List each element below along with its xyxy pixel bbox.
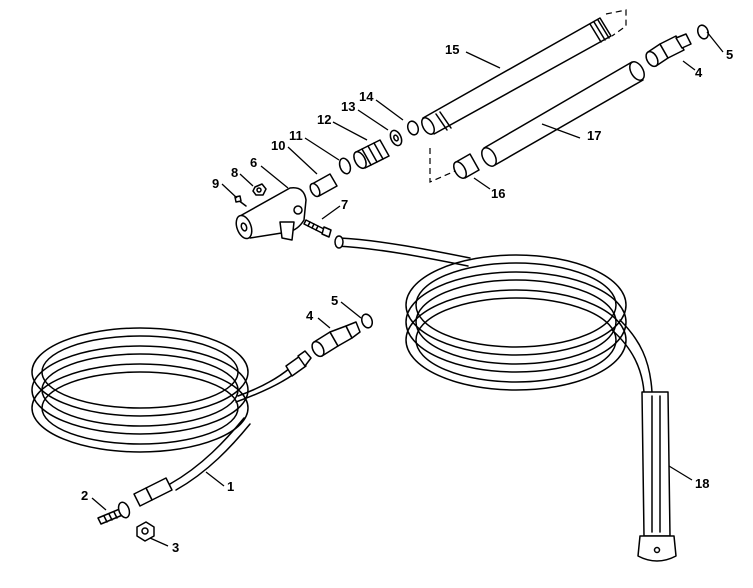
part-11-o-ring[interactable] [338, 157, 353, 175]
part-18-suction-hose[interactable] [334, 235, 677, 562]
label-part-14: 14 [359, 89, 374, 104]
label-part-5-upper: 5 [726, 47, 733, 62]
part-12-fitting[interactable] [351, 139, 390, 170]
label-part-17: 17 [587, 128, 601, 143]
label-part-11: 11 [289, 128, 303, 143]
label-part-4-upper: 4 [695, 65, 703, 80]
label-part-12: 12 [317, 112, 331, 127]
label-part-4-lower: 4 [306, 308, 314, 323]
part-7-screw[interactable] [303, 219, 332, 238]
label-part-2: 2 [81, 488, 88, 503]
part-5-o-ring-upper[interactable] [696, 24, 710, 41]
label-part-6: 6 [250, 155, 257, 170]
label-part-10: 10 [271, 138, 285, 153]
label-part-15: 15 [445, 42, 459, 57]
part-1-pressure-hose[interactable] [31, 327, 312, 507]
label-part-3: 3 [172, 540, 179, 555]
part-17-tube[interactable] [479, 59, 647, 168]
label-part-13: 13 [341, 99, 355, 114]
part-4-quick-coupler-upper[interactable] [644, 33, 692, 68]
label-part-5-lower: 5 [331, 293, 338, 308]
label-part-1: 1 [227, 479, 234, 494]
part-8-nut[interactable] [252, 183, 267, 196]
part-16-coupling-sleeve[interactable] [451, 153, 480, 180]
part-4-quick-coupler-lower[interactable] [310, 321, 361, 358]
part-14-o-ring[interactable] [406, 120, 420, 137]
label-part-9: 9 [212, 176, 219, 191]
part-6-nozzle-housing[interactable] [233, 187, 307, 241]
assembly-bracket-dashed [429, 9, 627, 183]
label-part-16: 16 [491, 186, 505, 201]
leader-lines [91, 31, 724, 547]
label-part-7: 7 [341, 197, 348, 212]
part-15-extension-tube[interactable] [419, 17, 612, 136]
label-part-18: 18 [695, 476, 709, 491]
part-labels: 15 4 5 14 13 12 11 10 6 8 9 7 17 16 18 4… [81, 42, 733, 555]
part-2-screw[interactable] [97, 501, 131, 525]
part-13-washer[interactable] [388, 129, 404, 148]
part-10-nozzle[interactable] [308, 173, 338, 198]
part-5-o-ring-lower[interactable] [360, 313, 374, 330]
label-part-8: 8 [231, 165, 238, 180]
part-3-nut[interactable] [136, 521, 155, 542]
